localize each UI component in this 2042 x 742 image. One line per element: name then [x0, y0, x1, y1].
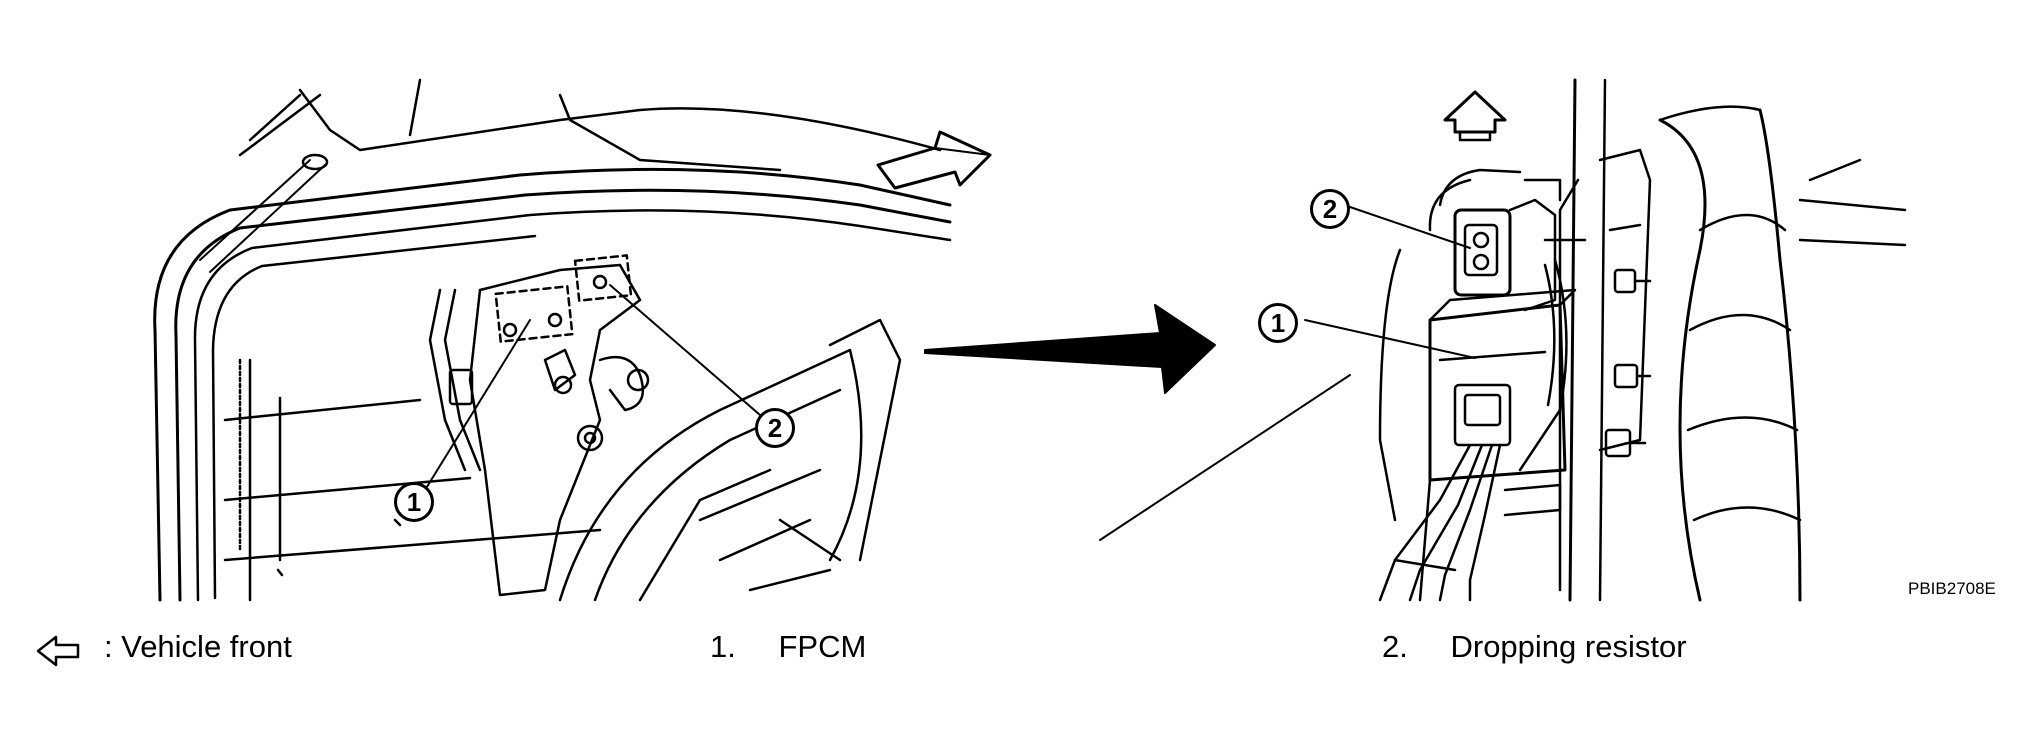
- figure-code: PBIB2708E: [1908, 579, 1996, 598]
- callout-right-1: 1: [1258, 303, 1298, 343]
- left-illustration: [153, 78, 992, 602]
- caption-1-number: 1.: [710, 629, 736, 664]
- legend-text: : Vehicle front: [104, 629, 292, 664]
- caption-1-text: FPCM: [778, 629, 867, 664]
- transition-arrow: [924, 304, 1216, 394]
- caption-1: 1. FPCM: [710, 631, 866, 662]
- vehicle-front-legend: : Vehicle front: [104, 631, 292, 662]
- right-illustration: [1099, 78, 1907, 602]
- callout-right-2: 2: [1310, 189, 1350, 229]
- legend-arrow-shape: [36, 635, 80, 667]
- legend-symbol: ⇦: [44, 633, 69, 668]
- callout-left-1: 1: [394, 482, 434, 522]
- callout-left-2: 2: [755, 408, 795, 448]
- caption-2-text: Dropping resistor: [1450, 629, 1687, 664]
- caption-2: 2. Dropping resistor: [1382, 631, 1687, 662]
- caption-2-number: 2.: [1382, 629, 1408, 664]
